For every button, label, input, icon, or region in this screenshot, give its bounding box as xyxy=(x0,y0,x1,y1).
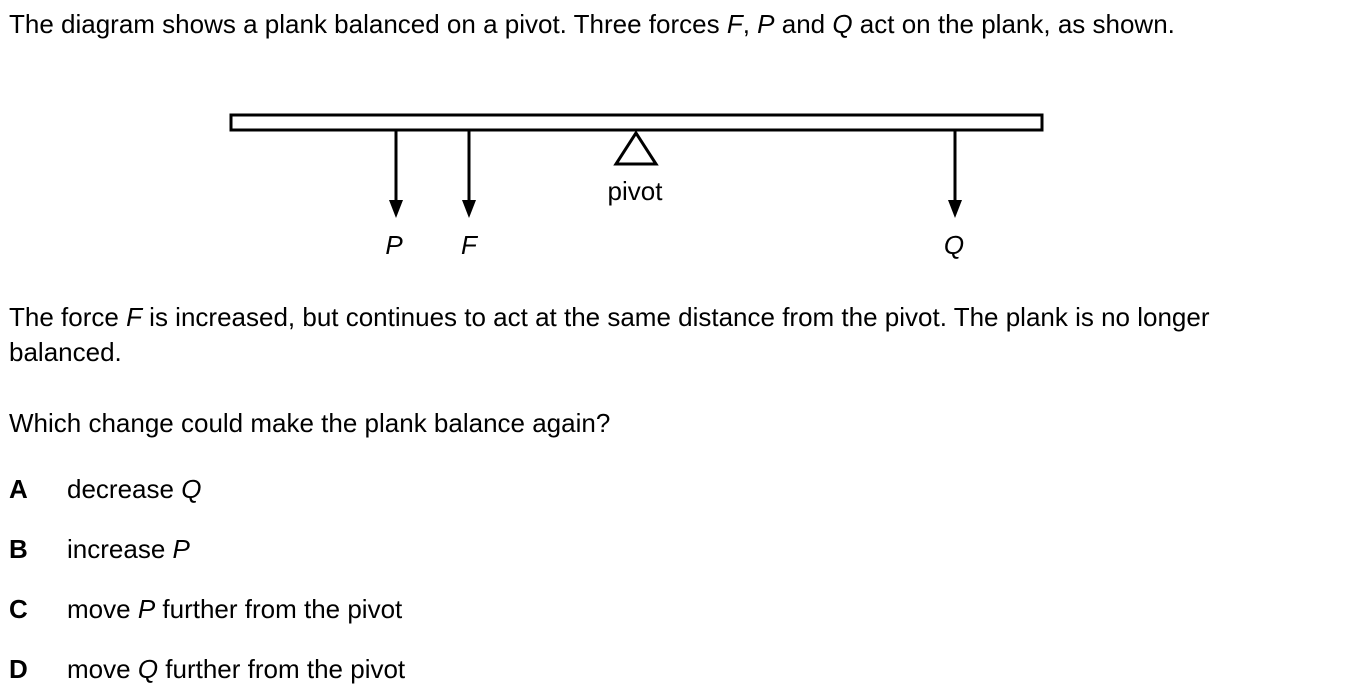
plank xyxy=(229,113,1044,132)
intro-paragraph: The diagram shows a plank balanced on a … xyxy=(9,7,1327,42)
intro-text-2: act on the plank, as shown. xyxy=(852,9,1175,39)
force-f-label: F xyxy=(461,230,479,260)
intro-var-p: P xyxy=(757,9,775,39)
force-p-label: P xyxy=(385,230,403,260)
pivot-triangle xyxy=(613,130,659,166)
intro-var-q: Q xyxy=(832,9,853,39)
option-text-before: move xyxy=(67,654,138,684)
option-text-before: decrease xyxy=(67,474,182,504)
option-text-before: move xyxy=(67,594,138,624)
option-letter: C xyxy=(9,594,28,624)
option-letter: D xyxy=(9,654,28,684)
option-text-after: further from the pivot xyxy=(155,594,403,624)
change-var-f: F xyxy=(126,302,142,332)
option-letter: A xyxy=(9,474,28,504)
option-letter: B xyxy=(9,534,28,564)
option-text: decrease Q xyxy=(67,471,201,507)
question-text: Which change could make the plank balanc… xyxy=(9,408,611,438)
change-text-2: is increased, but continues to act at th… xyxy=(9,302,1210,367)
option-text: move Q further from the pivot xyxy=(67,651,405,687)
option-var: Q xyxy=(181,474,202,504)
force-f-arrow xyxy=(462,131,476,218)
pivot-label: pivot xyxy=(608,176,664,206)
option-b[interactable]: B increase P xyxy=(9,531,909,567)
change-paragraph: The force F is increased, but continues … xyxy=(9,300,1327,370)
intro-sep-2: and xyxy=(774,9,833,39)
option-text-after: further from the pivot xyxy=(158,654,406,684)
intro-sep-1: , xyxy=(742,9,758,39)
option-d[interactable]: D move Q further from the pivot xyxy=(9,651,909,687)
force-q-label: Q xyxy=(944,230,964,260)
change-text-1: The force xyxy=(9,302,127,332)
intro-text-1: The diagram shows a plank balanced on a … xyxy=(9,9,727,39)
option-a[interactable]: A decrease Q xyxy=(9,471,909,507)
option-var: P xyxy=(172,534,190,564)
option-text: increase P xyxy=(67,531,190,567)
option-text: move P further from the pivot xyxy=(67,591,402,627)
option-var: Q xyxy=(137,654,159,684)
plank-diagram: pivot P F Q xyxy=(229,113,1044,260)
force-q-arrow xyxy=(948,131,962,218)
force-p-arrow xyxy=(389,131,403,218)
option-text-before: increase xyxy=(67,534,173,564)
option-var: P xyxy=(137,594,156,624)
option-c[interactable]: C move P further from the pivot xyxy=(9,591,909,627)
intro-var-f: F xyxy=(726,9,743,39)
